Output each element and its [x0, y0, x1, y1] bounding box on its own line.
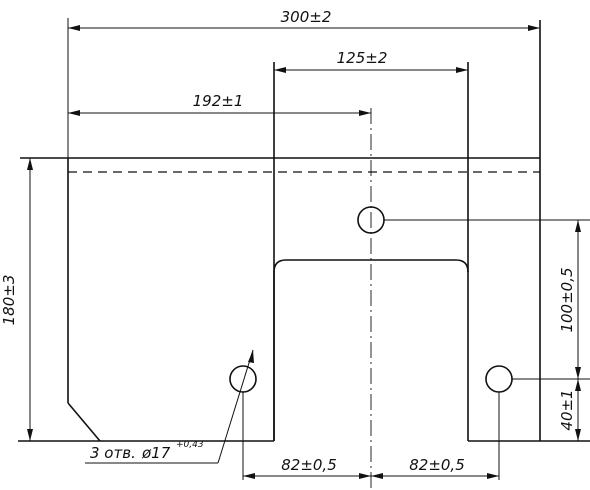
- dim-vertical-spacing-label: 100±0,5: [558, 267, 576, 332]
- dim-vertical-spacing: 100±0,5: [384, 219, 590, 380]
- part-outline: [18, 20, 590, 442]
- hole-left: [229, 365, 257, 393]
- dim-overall-height: 180±3: [0, 158, 33, 441]
- hole-note-tolerance: +0,43: [176, 440, 204, 450]
- chamfer: [67, 402, 101, 442]
- dim-slot-width: 125±2: [274, 49, 468, 73]
- holes: [229, 108, 513, 488]
- dim-spacing-left-label: 82±0,5: [281, 456, 337, 474]
- dim-bottom-height-label: 40±1: [558, 389, 576, 430]
- dim-hole-offset: 192±1: [68, 92, 371, 116]
- dim-slot-width-label: 125±2: [337, 49, 388, 67]
- dim-spacing-right-label: 82±0,5: [409, 456, 465, 474]
- dim-spacing-left: 82±0,5: [243, 456, 371, 479]
- dim-overall-width: 300±2: [67, 8, 540, 158]
- hole-note-prefix: 3 отв.: [90, 444, 136, 462]
- dim-hole-offset-label: 192±1: [193, 92, 244, 110]
- dim-bottom-height: 40±1: [558, 379, 581, 441]
- hole-note: 3 отв. ø17 +0,43: [85, 349, 254, 464]
- hole-right: [485, 365, 513, 393]
- hole-note-diameter: ø17: [141, 444, 171, 462]
- dim-overall-width-label: 300±2: [281, 8, 332, 26]
- dim-overall-height-label: 180±3: [0, 275, 18, 326]
- dim-spacing-right: 82±0,5: [371, 456, 499, 479]
